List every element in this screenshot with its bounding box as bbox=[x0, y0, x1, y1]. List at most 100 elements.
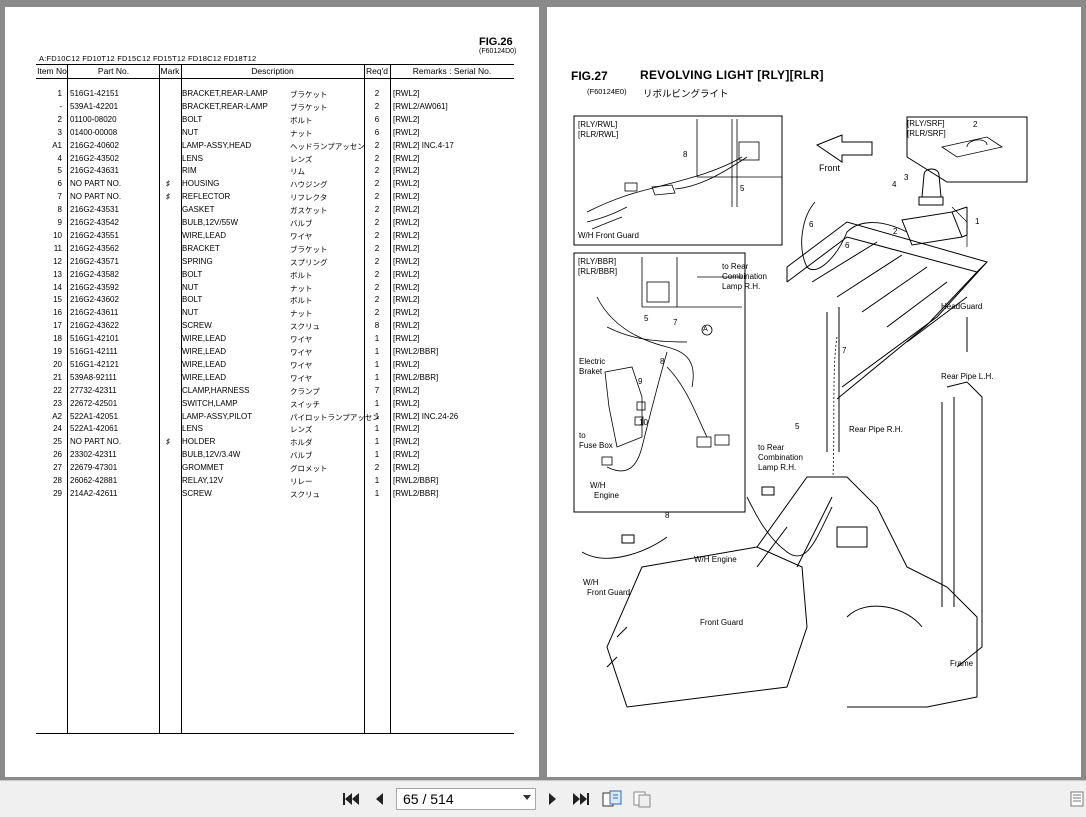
cell-quantity: 1 bbox=[374, 476, 380, 485]
sidebar-icon[interactable] bbox=[1066, 788, 1086, 810]
cell-description-jp: リム bbox=[290, 167, 305, 177]
electric-label-2: Braket bbox=[579, 367, 603, 376]
cell-description-jp: スクリュ bbox=[290, 322, 320, 332]
next-page-icon[interactable] bbox=[542, 788, 564, 810]
cell-description: WIRE,LEAD bbox=[182, 359, 227, 369]
header-desc: Description bbox=[251, 66, 294, 76]
cell-quantity: 1 bbox=[374, 372, 380, 382]
cell-quantity: 1 bbox=[374, 398, 380, 408]
cell-item-number: 4 bbox=[57, 153, 62, 163]
front-arrow-icon bbox=[815, 134, 873, 163]
table-col-divider bbox=[159, 64, 160, 734]
cell-part-number: 539A1-42201 bbox=[70, 101, 119, 111]
prev-page-icon[interactable] bbox=[368, 788, 390, 810]
cell-item-number: 10 bbox=[53, 230, 62, 240]
cell-description-jp: ハウジング bbox=[290, 180, 328, 190]
cell-remarks: [RWL2/BBR] bbox=[393, 476, 439, 485]
cell-quantity: 2 bbox=[374, 269, 380, 279]
callout-5c: 5 bbox=[795, 422, 800, 431]
exploded-diagram bbox=[573, 115, 1028, 708]
cell-remarks: [RWL2] bbox=[393, 359, 420, 369]
cell-remarks: [RWL2] bbox=[393, 89, 420, 98]
cell-part-number: 01100-08020 bbox=[70, 114, 117, 124]
cell-description: NUT bbox=[182, 308, 199, 318]
cell-item-number: 25 bbox=[53, 437, 62, 447]
fig26-title: FIG.26 bbox=[479, 36, 513, 48]
cell-part-number: 23302-42311 bbox=[70, 450, 117, 460]
cell-part-number: 216G2-43551 bbox=[70, 230, 119, 240]
callout-2b: 2 bbox=[893, 227, 898, 236]
cell-quantity: 2 bbox=[374, 282, 380, 292]
cell-item-number: 12 bbox=[53, 256, 62, 266]
cell-quantity: 8 bbox=[374, 321, 380, 331]
inset2-label-b: [RLR/BBR] bbox=[578, 267, 618, 276]
cell-part-number: 516G1-42101 bbox=[70, 334, 119, 344]
cell-quantity: 2 bbox=[374, 295, 380, 305]
cell-quantity: 6 bbox=[374, 127, 380, 137]
cell-description-jp: パイロットランプアッセン bbox=[290, 412, 380, 422]
cell-part-number: 216G2-43571 bbox=[70, 256, 119, 266]
cell-item-number: 18 bbox=[53, 334, 62, 344]
cell-item-number: - bbox=[59, 101, 62, 111]
cell-description-jp: ボルト bbox=[290, 296, 313, 306]
parts-table: Item No Part No. Mark Description Req'd … bbox=[36, 64, 514, 734]
callout-1: 1 bbox=[975, 217, 980, 226]
cell-description: LENS bbox=[182, 153, 203, 163]
wh-front-label-2: Front Guard bbox=[587, 588, 631, 597]
cell-description-jp: ブラケット bbox=[290, 102, 328, 112]
circle-a-label: A bbox=[703, 326, 708, 333]
cell-description: CLAMP,HARNESS bbox=[182, 385, 250, 395]
cell-quantity: 2 bbox=[374, 308, 380, 318]
first-page-icon[interactable] bbox=[340, 788, 362, 810]
cell-part-number: NO PART NO. bbox=[70, 179, 122, 189]
cell-description-jp: リフレクタ bbox=[290, 193, 328, 203]
rotate-icon[interactable] bbox=[631, 788, 653, 810]
cell-description-jp: ブラケット bbox=[290, 90, 328, 99]
cell-description: LAMP-ASSY,PILOT bbox=[182, 411, 253, 421]
cell-description-jp: スクリュ bbox=[290, 489, 320, 499]
page-indicator: 65 / 514 bbox=[403, 791, 454, 807]
cell-item-number: 23 bbox=[53, 398, 62, 408]
cell-part-number: 22672-42501 bbox=[70, 398, 118, 408]
to-rear-label-1: to Rear bbox=[722, 262, 749, 271]
cell-description: SPRING bbox=[182, 256, 213, 266]
cell-quantity: 1 bbox=[374, 488, 380, 498]
cell-remarks: [RWL2] bbox=[393, 282, 420, 292]
cell-part-number: 216G2-43631 bbox=[70, 166, 119, 176]
cell-item-number: 3 bbox=[57, 127, 62, 137]
last-page-icon[interactable] bbox=[570, 788, 592, 810]
document-page-left: FIG.26 (F60124D0) A:FD10C12 FD10T12 FD15… bbox=[5, 7, 539, 777]
callout-8c: 8 bbox=[665, 511, 670, 520]
cell-quantity: 2 bbox=[374, 166, 380, 176]
cell-description-jp: ボルト bbox=[290, 115, 313, 125]
cell-item-number: 24 bbox=[53, 424, 62, 434]
cell-quantity: 1 bbox=[374, 334, 380, 344]
fuse-label-2: Fuse Box bbox=[579, 441, 613, 450]
cell-description-jp: レンズ bbox=[290, 425, 313, 435]
to-rear-b-label-1: to Rear bbox=[758, 443, 785, 452]
callout-8: 8 bbox=[683, 150, 688, 159]
fit-page-icon[interactable] bbox=[601, 788, 623, 810]
to-rear-b-label-3: Lamp R.H. bbox=[758, 463, 797, 472]
cell-part-number: 216G2-43611 bbox=[70, 308, 119, 318]
headguard-label: HeadGuard bbox=[941, 302, 983, 311]
cell-description: BRACKET,REAR-LAMP bbox=[182, 89, 268, 98]
cell-remarks: [RWL2] bbox=[393, 218, 420, 227]
cell-description: WIRE,LEAD bbox=[182, 230, 227, 240]
cell-description: REFLECTOR bbox=[182, 192, 231, 202]
pdf-toolbar: 65 / 514 bbox=[0, 780, 1086, 817]
page-number-select[interactable]: 65 / 514 bbox=[396, 788, 536, 810]
cell-part-number: 26062-42881 bbox=[70, 476, 118, 485]
headguard-drawing bbox=[786, 221, 988, 607]
